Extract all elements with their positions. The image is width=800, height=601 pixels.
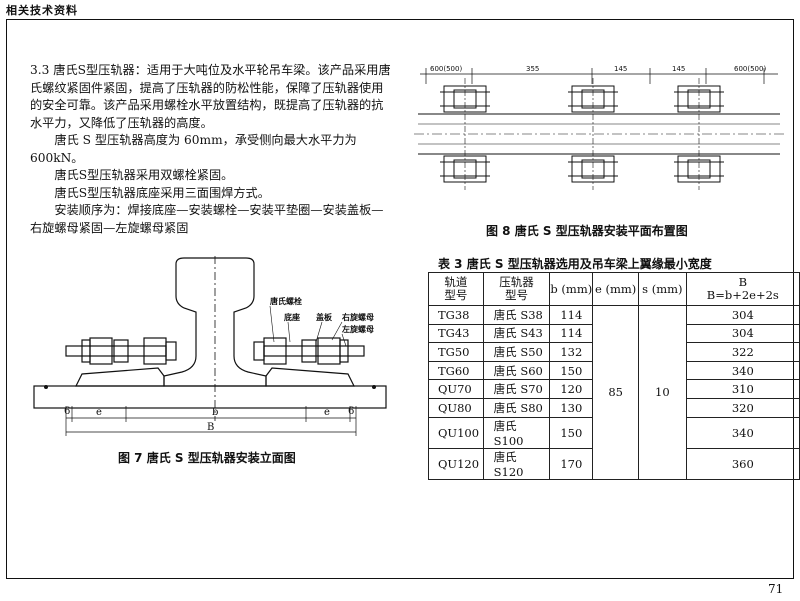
- paragraph-intro: 3.3 唐氏S型压轨器：适用于大吨位及水平轮吊车梁。该产品采用唐氏螺纹紧固件紧固…: [30, 63, 391, 130]
- figure-8-caption: 图 8 唐氏 S 型压轨器安装平面布置图: [486, 224, 688, 238]
- left-bolt-shaft: [65, 345, 167, 357]
- table-row: QU100 唐氏 S100 150 340: [428, 416, 800, 449]
- dim-355: 355: [526, 65, 539, 73]
- table-row: TG38 唐氏 S38 114 85 10 304: [428, 305, 800, 480]
- figure-7-elevation-drawing: 唐氏螺栓 底座 盖板 右旋螺母 左旋螺母 6 6 e b e B: [33, 256, 387, 436]
- body-text: 3.3 唐氏S型压轨器：适用于大吨位及水平轮吊车梁。该产品采用唐氏螺纹紧固件紧固…: [30, 62, 392, 237]
- dim-six-left: 6: [64, 406, 70, 417]
- table-header-row: 轨道 型号 压轨器 型号 b (mm) e (mm) s (mm) B B=b+…: [428, 272, 800, 306]
- header-track: 轨道 型号: [428, 272, 484, 306]
- section-header: 相关技术资料: [6, 4, 78, 17]
- label-left-nut: 左旋螺母: [341, 324, 374, 334]
- label-cover: 盖板: [316, 312, 333, 322]
- paragraph-bolts: 唐氏S型压轨器采用双螺栓紧固。: [54, 168, 234, 182]
- dim-e-left: e: [96, 407, 102, 418]
- right-nut-1: [263, 337, 287, 365]
- table-row: QU70 唐氏 S70 120 310: [428, 379, 800, 399]
- right-nut-3: [317, 337, 341, 365]
- left-nut-3: [143, 337, 167, 365]
- page-number: 71: [768, 582, 784, 596]
- left-nut-2: [113, 339, 129, 363]
- right-bolt-shaft: [263, 345, 365, 357]
- header-b: b (mm): [549, 272, 594, 306]
- dim-145-a: 145: [614, 65, 627, 73]
- paragraph-install-order: 安装顺序为：焊接底座—安装螺栓—安装平垫圈—安装盖板—右旋螺母紧固—左旋螺母紧固: [30, 203, 384, 235]
- table-row: TG60 唐氏 S60 150 340: [428, 360, 800, 381]
- header-s: s (mm): [638, 272, 687, 306]
- rail-shape: [163, 257, 267, 387]
- flange-plate: [33, 385, 387, 409]
- table-row: TG50 唐氏 S50 132 322: [428, 342, 800, 362]
- label-bolt: 唐氏螺栓: [270, 296, 302, 306]
- label-base: 底座: [283, 312, 300, 322]
- paragraph-welding: 唐氏S型压轨器底座采用三面围焊方式。: [54, 185, 270, 200]
- table-row: QU120 唐氏 S120 170 360: [428, 447, 800, 480]
- table-3-caption: 表 3 唐氏 S 型压轨器选用及吊车梁上翼缘最小宽度: [438, 257, 712, 271]
- table-row: TG43 唐氏 S43 114 304: [428, 323, 800, 344]
- dim-B: B: [207, 422, 214, 433]
- paragraph-height: 唐氏 S 型压轨器高度为 60mm，承受侧向最大水平力为600kN。: [30, 133, 357, 165]
- header-e: e (mm): [592, 272, 640, 306]
- dim-600-left: 600(500): [430, 65, 462, 73]
- label-right-nut: 右旋螺母: [341, 312, 374, 322]
- s-value-cell: 10: [638, 305, 687, 480]
- left-clamp-base: [75, 367, 165, 387]
- dim-600-right: 600(500): [734, 65, 766, 73]
- dim-e-right: e: [324, 407, 330, 418]
- left-nut-1: [89, 337, 113, 365]
- dim-145-b: 145: [672, 65, 685, 73]
- right-nut-2: [301, 339, 317, 363]
- header-B: B B=b+2e+2s: [685, 272, 800, 306]
- e-value-cell: 85: [592, 305, 640, 480]
- right-clamp-base: [265, 367, 355, 387]
- dim-six-right: 6: [348, 406, 354, 417]
- figure-7-caption: 图 7 唐氏 S 型压轨器安装立面图: [118, 451, 296, 465]
- header-clamp: 压轨器 型号: [482, 272, 551, 306]
- figure-8-plan-drawing: 600(500) 355 145 145 600(500): [414, 65, 784, 190]
- spec-table: 轨道 型号 压轨器 型号 b (mm) e (mm) s (mm) B B=b+…: [428, 272, 800, 480]
- dim-b: b: [212, 407, 218, 418]
